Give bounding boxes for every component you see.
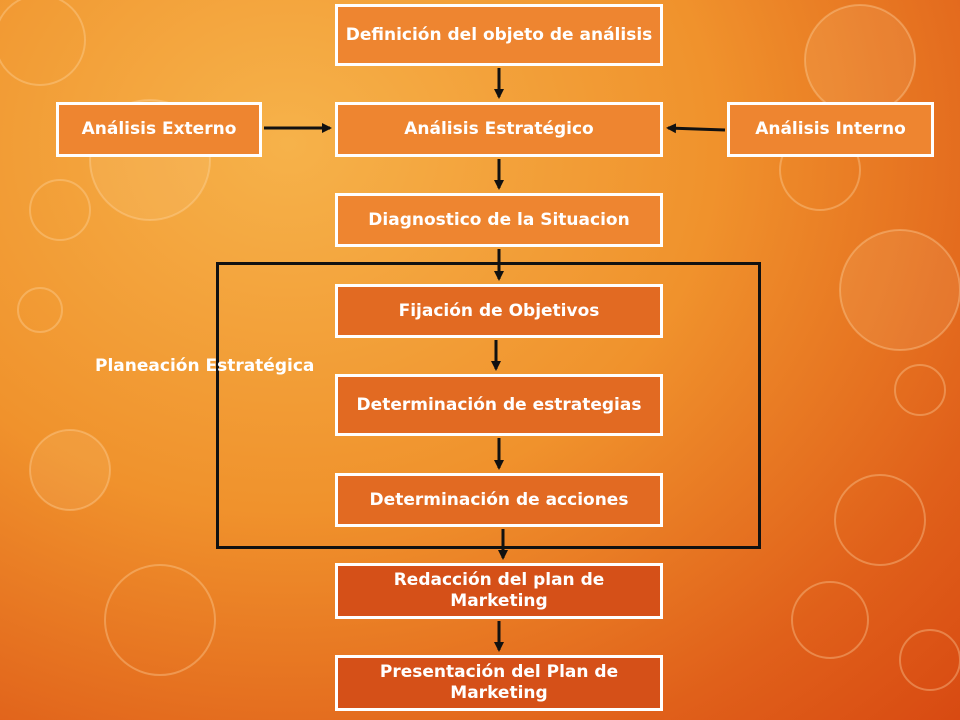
arrow-interno-estrategico [666,123,726,134]
node-analisis-externo: Análisis Externo [56,102,262,157]
node-fijacion-objetivos-label: Fijación de Objetivos [398,300,600,321]
node-analisis-interno-label: Análisis Interno [755,119,906,139]
node-definicion: Definición del objeto de análisis [335,4,663,66]
node-analisis-externo-label: Análisis Externo [81,119,237,139]
node-determinacion-acciones-label: Determinación de acciones [369,489,629,510]
strategic-planning-label: Planeación Estratégica [95,356,315,376]
node-redaccion-plan-label: Redacción del plan de Marketing [393,570,605,611]
node-analisis-estrategico: Análisis Estratégico [335,102,663,157]
node-definicion-label: Definición del objeto de análisis [345,24,653,45]
node-analisis-estrategico-label: Análisis Estratégico [404,119,594,139]
node-determinacion-estrategias-label: Determinación de estrategias [356,394,642,415]
node-diagnostico-label: Diagnostico de la Situacion [368,209,630,230]
node-determinacion-estrategias: Determinación de estrategias [335,374,663,436]
node-presentacion-plan-label: Presentación del Plan de Marketing [379,662,619,703]
strategic-planning-frame [216,262,761,549]
node-presentacion-plan: Presentación del Plan de Marketing [335,655,663,711]
node-redaccion-plan: Redacción del plan de Marketing [335,563,663,619]
node-diagnostico: Diagnostico de la Situacion [335,193,663,247]
node-analisis-interno: Análisis Interno [727,102,934,157]
node-fijacion-objetivos: Fijación de Objetivos [335,284,663,338]
node-determinacion-acciones: Determinación de acciones [335,473,663,527]
